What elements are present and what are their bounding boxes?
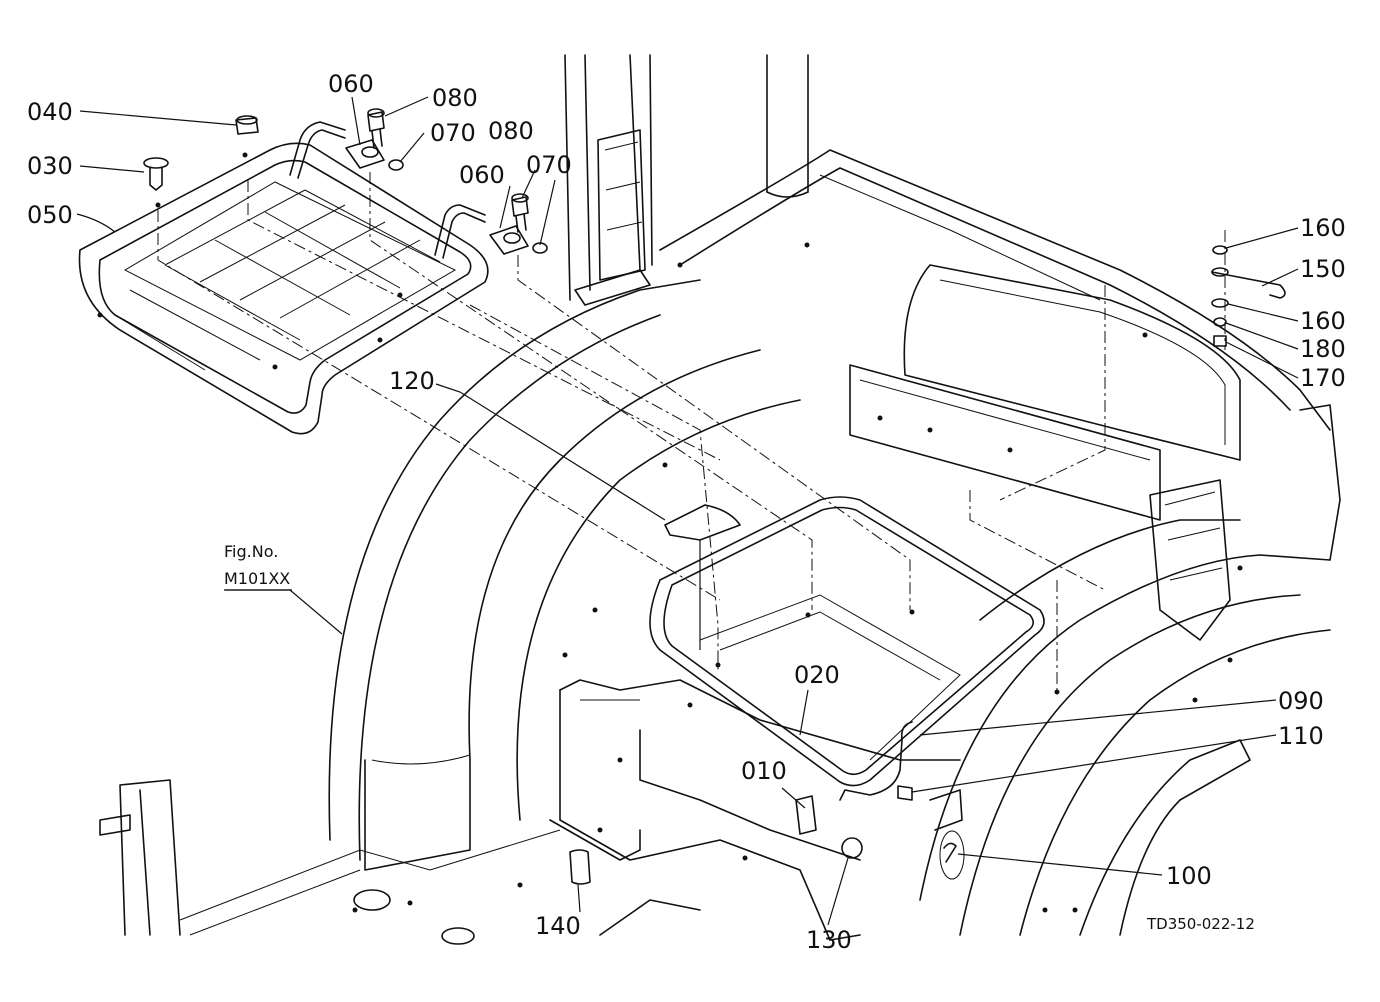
hinge-060b-drawing bbox=[489, 225, 529, 255]
bolt-030-drawing bbox=[143, 157, 169, 191]
part-label-060-right: 060 bbox=[459, 161, 505, 189]
hole-dots bbox=[97, 152, 1243, 913]
part-label-180: 180 bbox=[1300, 335, 1346, 363]
bumper-010-drawing bbox=[795, 795, 817, 835]
part-label-080-right: 080 bbox=[488, 117, 534, 145]
part-label-170: 170 bbox=[1300, 364, 1346, 392]
nut-040-drawing bbox=[235, 115, 259, 135]
figure-ref-line1: Fig.No. bbox=[224, 542, 278, 561]
part-label-010: 010 bbox=[741, 757, 787, 785]
part-label-080-top: 080 bbox=[432, 84, 478, 112]
part-label-050: 050 bbox=[27, 201, 73, 229]
washer-070a-drawing bbox=[388, 159, 404, 171]
part-label-020: 020 bbox=[794, 661, 840, 689]
bolt-080b-drawing bbox=[511, 193, 529, 233]
part-label-070-right: 070 bbox=[526, 151, 572, 179]
drawing-code: TD350-022-12 bbox=[1146, 915, 1255, 933]
hinge-060a-drawing bbox=[345, 139, 385, 169]
part-label-070-left: 070 bbox=[430, 119, 476, 147]
part-label-040: 040 bbox=[27, 98, 73, 126]
part-label-120: 120 bbox=[389, 367, 435, 395]
part-label-060-top: 060 bbox=[328, 70, 374, 98]
leader-lines bbox=[76, 96, 1299, 926]
part-label-160-bottom: 160 bbox=[1300, 307, 1346, 335]
pin-100-drawing bbox=[943, 842, 957, 863]
part-label-110: 110 bbox=[1278, 722, 1324, 750]
part-label-090: 090 bbox=[1278, 687, 1324, 715]
figure-reference: Fig.No. M101XX bbox=[224, 542, 292, 591]
part-label-100: 100 bbox=[1166, 862, 1212, 890]
clip-110-drawing bbox=[897, 785, 963, 831]
part-label-160-top: 160 bbox=[1300, 214, 1346, 242]
bolt-080a-drawing bbox=[367, 108, 385, 149]
lock-pin-stack-drawing bbox=[1211, 245, 1286, 347]
part-label-130: 130 bbox=[806, 926, 852, 954]
cab-frame-drawing bbox=[78, 54, 1341, 945]
part-label-140: 140 bbox=[535, 912, 581, 940]
pad-120-drawing bbox=[664, 504, 741, 541]
part-label-150: 150 bbox=[1300, 255, 1346, 283]
part-number-labels: 040 030 050 060 080 070 080 060 070 160 … bbox=[27, 70, 1346, 954]
part-label-030: 030 bbox=[27, 152, 73, 180]
grommet-140-drawing bbox=[569, 849, 591, 885]
plug-130-drawing bbox=[841, 837, 863, 859]
figure-ref-line2: M101XX bbox=[224, 569, 290, 588]
